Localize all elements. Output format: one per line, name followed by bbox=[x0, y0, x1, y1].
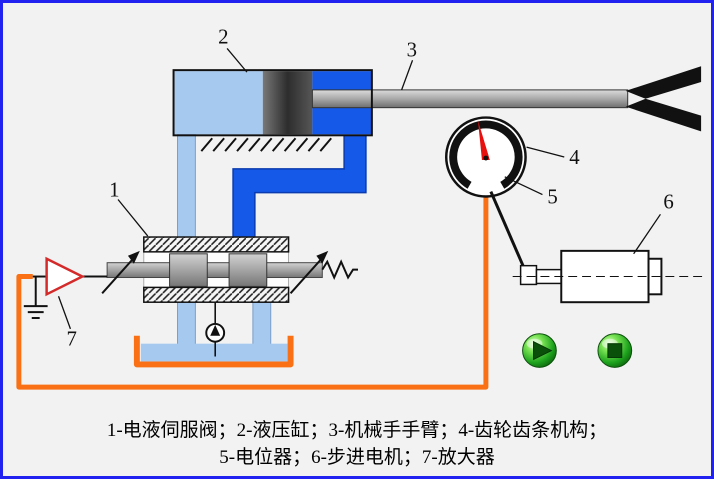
label-servo-valve: 1 bbox=[109, 179, 119, 202]
valve-spool-land-left bbox=[169, 253, 208, 287]
pump-symbol bbox=[205, 302, 226, 357]
gauge-arc bbox=[449, 120, 523, 189]
cylinder-chamber-left bbox=[174, 71, 263, 135]
amplifier bbox=[23, 256, 108, 319]
valve-arrow-left-icon bbox=[101, 250, 140, 294]
leader-line-1 bbox=[117, 199, 149, 237]
gauge-center-dot bbox=[483, 155, 489, 161]
leader-line-3 bbox=[401, 60, 414, 91]
leader-line-2 bbox=[226, 48, 248, 73]
leader-line-7 bbox=[57, 296, 72, 330]
tank-fluid bbox=[140, 343, 288, 362]
leader-line-5 bbox=[504, 176, 543, 196]
link-rod bbox=[489, 191, 527, 273]
piston bbox=[262, 71, 313, 135]
pump-arrow-icon bbox=[210, 324, 221, 336]
play-button[interactable] bbox=[522, 333, 557, 368]
oil-tank bbox=[133, 335, 294, 368]
stop-button[interactable] bbox=[597, 333, 633, 368]
rack-pinion-gauge bbox=[445, 116, 527, 198]
coupler bbox=[519, 264, 538, 286]
tank-wall bbox=[133, 335, 294, 368]
gripper-jaw-top bbox=[625, 66, 702, 99]
servo-valve bbox=[101, 236, 358, 303]
gripper bbox=[625, 66, 702, 132]
caption-line-1: 1-电液伺服阀；2-液压缸；3-机械手手臂；4-齿轮齿条机构； bbox=[106, 420, 608, 441]
piston-rod bbox=[311, 89, 629, 109]
valve-spool-rod bbox=[106, 262, 323, 279]
label-manipulator-arm: 3 bbox=[407, 38, 417, 61]
valve-spring-icon bbox=[321, 259, 358, 280]
valve-plate-top bbox=[143, 236, 290, 253]
label-stepper-motor: 6 bbox=[663, 190, 673, 213]
leader-lines bbox=[57, 48, 661, 330]
play-icon bbox=[533, 340, 553, 361]
tank-pipe-right bbox=[252, 301, 272, 349]
label-potentiometer: 5 bbox=[547, 185, 557, 208]
feedback-wire bbox=[16, 197, 489, 390]
leader-line-6 bbox=[633, 213, 661, 255]
leader-line-4 bbox=[526, 146, 565, 158]
gripper-jaw-bottom bbox=[625, 98, 702, 132]
return-pipe-dark bbox=[232, 134, 367, 239]
label-amplifier: 7 bbox=[66, 328, 76, 351]
cylinder-outline bbox=[172, 69, 373, 137]
stop-icon bbox=[607, 343, 623, 358]
hydraulic-cylinder bbox=[172, 69, 629, 137]
label-hydraulic-cylinder: 2 bbox=[218, 26, 228, 49]
tank-pipe-left bbox=[177, 301, 196, 349]
caption-line-2: 5-电位器；6-步进电机；7-放大器 bbox=[219, 447, 495, 468]
valve-spool-land-right bbox=[228, 253, 268, 287]
stepper-motor-assembly bbox=[489, 191, 708, 304]
mount-hatching bbox=[200, 137, 332, 152]
diagram: 1 2 3 4 5 6 7 bbox=[16, 26, 708, 390]
amplifier-triangle-icon bbox=[45, 256, 86, 297]
valve-plate-bottom bbox=[143, 286, 290, 303]
caption: 1-电液伺服阀；2-液压缸；3-机械手手臂；4-齿轮齿条机构； 5-电位器；6-… bbox=[3, 417, 711, 471]
valve-arrow-right-icon bbox=[289, 250, 329, 294]
label-rack-pinion: 4 bbox=[569, 146, 580, 169]
ground-icon bbox=[23, 276, 48, 319]
supply-pipe-left bbox=[177, 133, 196, 240]
